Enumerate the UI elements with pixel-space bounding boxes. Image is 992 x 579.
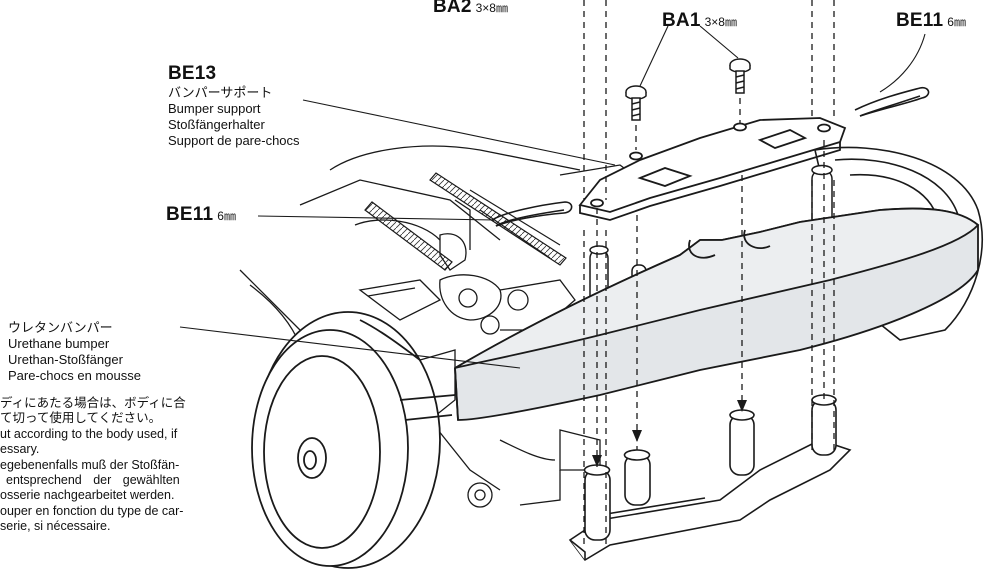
urethane-name-fr: Pare-chocs en mousse — [8, 368, 141, 383]
bumper-support-part — [578, 117, 847, 221]
body-clip-left — [491, 201, 573, 227]
front-wheel — [251, 311, 456, 569]
urethane-name-jp: ウレタンバンパー — [8, 320, 113, 335]
note-de-line2: entsprechend der gewählten — [6, 473, 180, 488]
note-fr-line1: ouper en fonction du type de car- — [0, 503, 184, 518]
assembly-guide-lines — [583, 0, 835, 545]
body-clip-top — [854, 86, 930, 117]
note-en-line2: essary. — [0, 442, 40, 457]
note-fr-line2: serie, si nécessaire. — [0, 519, 111, 534]
chassis-frame — [239, 145, 641, 508]
part-size-be11-top: 6㎜ — [947, 15, 966, 29]
urethane-name-en: Urethane bumper — [8, 336, 110, 351]
note-de-line1: egebenenfalls muß der Stoßfän- — [0, 457, 180, 472]
bumper-mount-plate — [568, 394, 852, 562]
part-size-ba2: 3×8㎜ — [475, 1, 508, 15]
part-size-be11-left: 6㎜ — [217, 209, 236, 223]
assembly-arrows — [592, 400, 747, 467]
be13-name-de: Stoßfängerhalter — [168, 117, 265, 132]
urethane-name-de: Urethan-Stoßfänger — [8, 352, 123, 367]
be13-name-en: Bumper support — [168, 101, 261, 116]
be13-name-fr: Support de pare-chocs — [168, 133, 300, 148]
drive-belt — [364, 172, 567, 271]
be13-name-jp: バンパーサポート — [168, 85, 273, 100]
note-jp-line2: て切って使用してください。 — [0, 411, 162, 426]
part-code-ba2: BA2 — [433, 0, 472, 17]
trim-note: ディにあたる場合は、ボディに合 て切って使用してください。 ut accordi… — [0, 396, 186, 535]
leader-lines — [179, 25, 926, 369]
part-code-be11-top: BE11 — [896, 10, 944, 31]
part-size-ba1: 3×8㎜ — [704, 15, 737, 29]
label-urethane-bumper: ウレタンバンパー Urethane bumper Urethan-Stoßfän… — [8, 320, 141, 384]
screw-ba1-left — [625, 85, 647, 121]
note-en-line1: ut according to the body used, if — [0, 426, 178, 441]
part-code-ba1: BA1 — [662, 10, 701, 31]
note-de-line3: osserie nachgearbeitet werden. — [0, 488, 175, 503]
part-code-be13: BE13 — [168, 63, 217, 84]
part-code-be11-left: BE11 — [166, 204, 214, 225]
label-be13: BE13 バンパーサポート Bumper support Stoßfängerh… — [168, 63, 300, 149]
screw-ba1-right — [729, 58, 751, 94]
note-jp-line1: ディにあたる場合は、ボディに合 — [0, 396, 186, 410]
